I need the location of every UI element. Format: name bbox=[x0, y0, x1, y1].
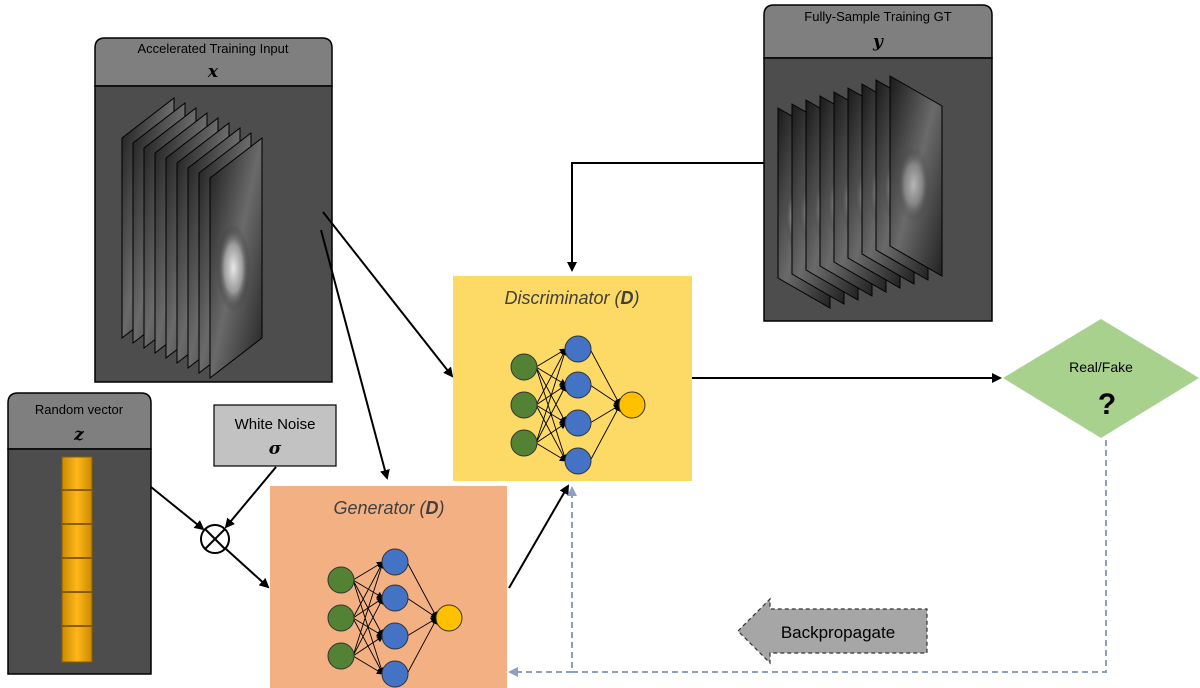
random-panel-title: Random vector bbox=[35, 402, 124, 417]
network-edges bbox=[535, 348, 621, 462]
feedback-to-discriminator bbox=[567, 440, 1107, 673]
hidden-node bbox=[564, 371, 592, 399]
input-panel-header bbox=[94, 37, 333, 87]
arrow-gt-to-discriminator bbox=[567, 162, 764, 272]
gt-slice bbox=[889, 75, 943, 277]
input-node bbox=[327, 566, 355, 594]
random-panel-header bbox=[7, 392, 152, 450]
decision-label: Real/Fake bbox=[1069, 359, 1133, 375]
backpropagate-arrow: Backpropagate bbox=[737, 597, 928, 665]
input-node bbox=[510, 429, 538, 457]
random-panel: Random vector z bbox=[7, 392, 152, 675]
hidden-node bbox=[381, 660, 409, 688]
hidden-node bbox=[381, 584, 409, 612]
arrow-random-to-operator bbox=[150, 486, 205, 531]
hidden-node bbox=[564, 409, 592, 437]
decision-mark: ? bbox=[1098, 388, 1116, 421]
gt-panel-title: Fully-Sample Training GT bbox=[804, 9, 951, 24]
input-panel: Accelerated Training Input x bbox=[94, 37, 333, 383]
input-node bbox=[327, 642, 355, 670]
discriminator-label: Discriminator (D) bbox=[504, 288, 639, 308]
arrow-operator-to-generator bbox=[225, 548, 270, 589]
connectors bbox=[150, 162, 1107, 677]
hidden-node bbox=[564, 447, 592, 475]
generator-label: Generator (D) bbox=[333, 498, 444, 518]
input-slice bbox=[209, 136, 263, 380]
hidden-node bbox=[381, 548, 409, 576]
input-node bbox=[510, 353, 538, 381]
discriminator-block: Discriminator (D) bbox=[453, 276, 692, 481]
latent-vector-bar bbox=[61, 456, 93, 663]
random-panel-symbol: z bbox=[73, 425, 84, 445]
generator-network bbox=[327, 548, 463, 688]
white-noise-title: White Noise bbox=[235, 416, 316, 433]
gt-panel-header bbox=[763, 4, 993, 59]
real-fake-decision: Real/Fake ? bbox=[1003, 319, 1199, 438]
hidden-node bbox=[381, 622, 409, 650]
arrow-input-to-discriminator bbox=[322, 211, 454, 378]
network-edges bbox=[352, 561, 438, 675]
white-noise-box: White Noise σ bbox=[213, 404, 337, 467]
input-node bbox=[510, 391, 538, 419]
input-panel-title: Accelerated Training Input bbox=[137, 41, 288, 56]
arrow-noise-to-operator bbox=[224, 466, 277, 529]
white-noise-symbol: σ bbox=[269, 439, 282, 459]
input-panel-symbol: x bbox=[207, 62, 219, 82]
gt-panel: Fully-Sample Training GT y bbox=[763, 4, 993, 322]
arrow-generator-to-discriminator bbox=[508, 484, 570, 589]
generator-block: Generator (D) bbox=[270, 486, 507, 688]
discriminator-network bbox=[510, 335, 646, 475]
output-node bbox=[435, 604, 463, 632]
hidden-node bbox=[564, 335, 592, 363]
output-node bbox=[618, 391, 646, 419]
multiply-operator bbox=[200, 524, 230, 554]
input-image-stack bbox=[121, 96, 263, 380]
input-node bbox=[327, 604, 355, 632]
backpropagate-label: Backpropagate bbox=[781, 623, 895, 642]
gt-image-stack bbox=[777, 75, 943, 309]
arrow-input-to-generator bbox=[320, 229, 390, 480]
gt-panel-symbol: y bbox=[872, 32, 884, 52]
